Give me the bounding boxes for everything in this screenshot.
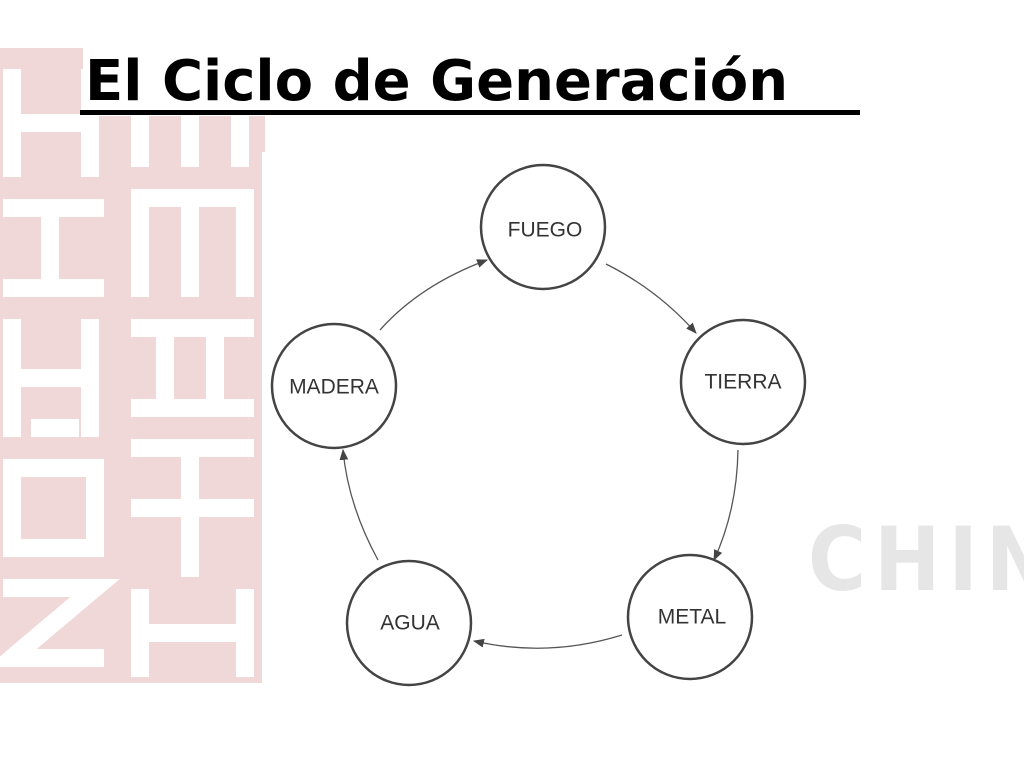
- node-fuego: FUEGO: [479, 163, 607, 291]
- node-madera: MADERA: [270, 322, 398, 450]
- arrow-tierra-to-metal: [713, 449, 739, 561]
- slide-title: El Ciclo de Generación: [83, 48, 793, 116]
- node-madera-circle: [270, 322, 398, 450]
- watermark-text: CHINA: [808, 508, 1024, 611]
- arrow-metal-to-agua: [472, 634, 623, 649]
- node-agua: AGUA: [345, 559, 473, 687]
- watermark: CHINA: [808, 510, 1024, 610]
- node-tierra-circle: [679, 318, 807, 446]
- node-metal: METAL: [626, 553, 754, 681]
- arrow-madera-to-fuego: [379, 259, 489, 331]
- arrow-agua-to-madera: [339, 448, 379, 561]
- node-madera-label: MADERA: [289, 376, 379, 399]
- node-metal-label: METAL: [658, 606, 726, 629]
- node-fuego-circle: [479, 163, 607, 291]
- arrow-fuego-to-tierra: [605, 263, 697, 334]
- node-agua-label: AGUA: [380, 612, 440, 635]
- node-fuego-label: FUEGO: [508, 219, 583, 242]
- node-tierra: TIERRA: [679, 318, 807, 446]
- node-agua-circle: [345, 559, 473, 687]
- node-tierra-label: TIERRA: [704, 371, 781, 394]
- node-metal-circle: [626, 553, 754, 681]
- title-underline: [80, 110, 860, 115]
